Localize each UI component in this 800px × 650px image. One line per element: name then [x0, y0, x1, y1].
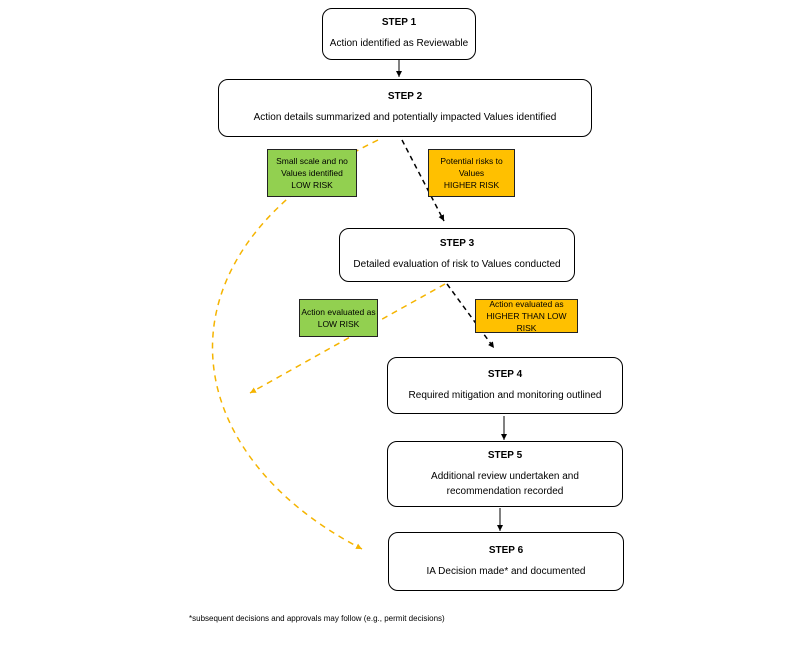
- arrow-step2-to-step3-higher-risk: [401, 139, 445, 222]
- step-3-title: STEP 3: [439, 238, 475, 249]
- risk-box-2-line-3: HIGHER RISK: [443, 180, 500, 190]
- footnote: *subsequent decisions and approvals may …: [189, 614, 445, 623]
- step-1-box: STEP 1 Action identified as Reviewable: [322, 8, 476, 60]
- step-2-text: Action details summarized and potentiall…: [253, 112, 557, 123]
- step-4-text: Required mitigation and monitoring outli…: [408, 389, 602, 401]
- arrow-step3-to-step4-low-risk: [249, 283, 446, 394]
- risk-box-3-line-2: LOW RISK: [317, 319, 360, 329]
- risk-box-1-line-2: Values identified: [281, 168, 343, 178]
- risk-box-3-line-1: Action evaluated as: [301, 307, 376, 317]
- step-5-text-line-2: recommendation recorded: [446, 485, 564, 497]
- risk-box-1-line-1: Small scale and no: [276, 156, 348, 166]
- step-2-box: STEP 2 Action details summarized and pot…: [218, 79, 592, 137]
- risk-box-4-line-2: HIGHER THAN LOW RISK: [486, 311, 567, 333]
- risk-box-low-risk-step3: Action evaluated as LOW RISK: [299, 299, 378, 337]
- risk-box-higher-risk-step2: Potential risks to Values HIGHER RISK: [428, 149, 515, 197]
- step-5-text-line-1: Additional review undertaken and: [431, 470, 579, 482]
- arrow-step2-to-step6-low-risk: [211, 139, 379, 550]
- step-4-title: STEP 4: [487, 368, 523, 380]
- risk-box-higher-than-low-risk-step3: Action evaluated as HIGHER THAN LOW RISK: [475, 299, 578, 333]
- step-1-title: STEP 1: [381, 17, 417, 28]
- risk-box-1-line-3: LOW RISK: [291, 180, 333, 190]
- step-5-box: STEP 5 Additional review undertaken and …: [387, 441, 623, 507]
- risk-box-2-line-2: Values: [458, 168, 485, 178]
- step-2-title: STEP 2: [387, 91, 423, 102]
- risk-box-low-risk-step2: Small scale and no Values identified LOW…: [267, 149, 357, 197]
- step-6-text: IA Decision made* and documented: [426, 565, 586, 577]
- risk-box-2-line-1: Potential risks to: [440, 156, 503, 166]
- step-4-box: STEP 4 Required mitigation and monitorin…: [387, 357, 623, 414]
- arrow-step3-to-step4-higher-risk: [446, 283, 495, 349]
- risk-box-4-line-1: Action evaluated as: [489, 299, 564, 309]
- step-1-text: Action identified as Reviewable: [329, 38, 469, 49]
- step-3-box: STEP 3 Detailed evaluation of risk to Va…: [339, 228, 575, 282]
- step-6-box: STEP 6 IA Decision made* and documented: [388, 532, 624, 591]
- step-5-title: STEP 5: [487, 449, 523, 461]
- step-6-title: STEP 6: [488, 544, 524, 556]
- step-3-text: Detailed evaluation of risk to Values co…: [353, 259, 561, 270]
